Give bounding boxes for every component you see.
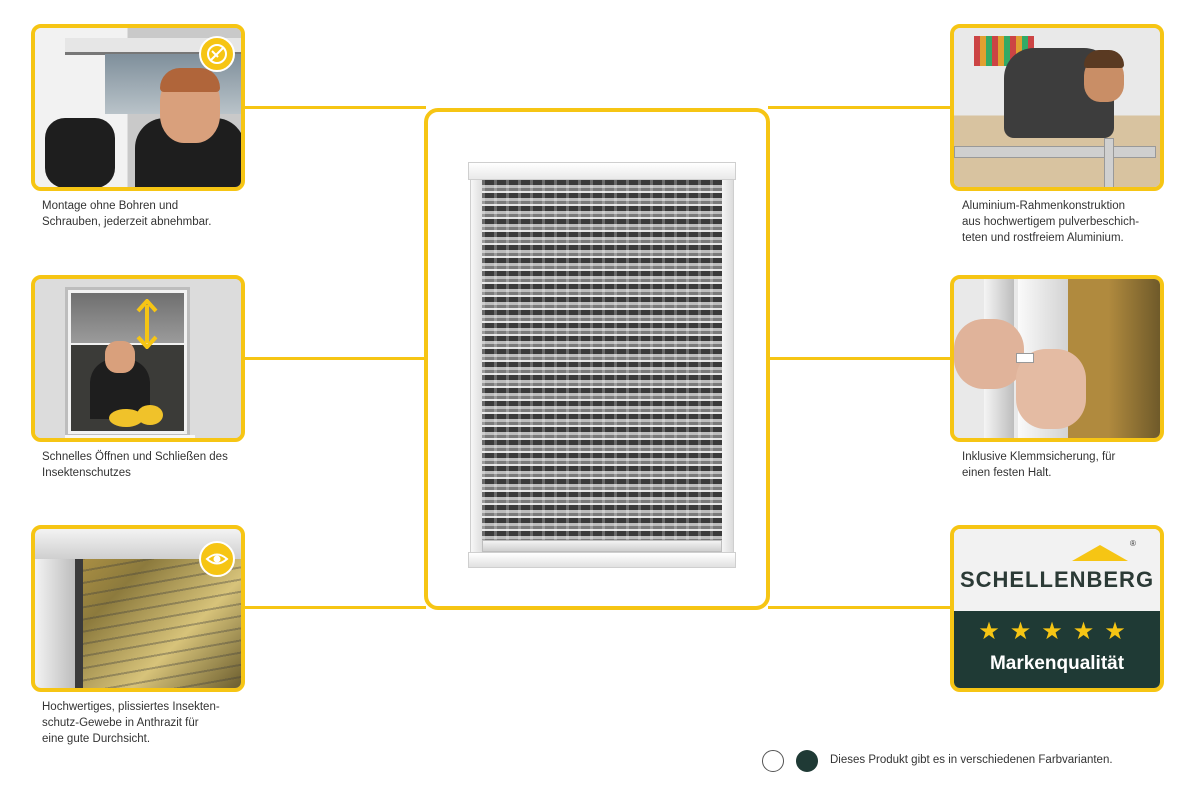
- caption-clamp: Inklusive Klemmsicherung, für einen fest…: [962, 451, 1116, 479]
- product-panel: [424, 108, 770, 610]
- connector-line: [768, 606, 952, 609]
- caption-mesh: Hochwertiges, plissiertes Insekten- schu…: [42, 701, 220, 745]
- pleated-insect-screen-image: [468, 162, 736, 568]
- connector-line: [768, 106, 952, 109]
- bottom-rail: [468, 552, 736, 568]
- connector-line: [244, 106, 426, 109]
- variants-note: Dieses Produkt gibt es in verschiedenen …: [830, 754, 1113, 766]
- pleated-mesh: [482, 180, 722, 540]
- brand-quality: Markenqualität: [989, 653, 1125, 674]
- top-rail: [468, 162, 736, 180]
- connector-line: [244, 357, 426, 360]
- feature-photo-mounting: [31, 24, 245, 191]
- brand-logo: ® SCHELLENBERG ★★★★★ Markenqualität: [950, 525, 1164, 692]
- rating-stars: ★★★★★: [978, 618, 1136, 645]
- swatch-white: [762, 750, 784, 772]
- swatch-anthracite: [796, 750, 818, 772]
- caption-opening: Schnelles Öffnen und Schließen des Insek…: [42, 451, 228, 479]
- roof-icon: [1072, 545, 1128, 561]
- caption-mounting: Montage ohne Bohren und Schrauben, jeder…: [42, 200, 212, 228]
- up-down-arrow-icon: [135, 298, 159, 350]
- connector-line: [244, 606, 426, 609]
- connector-line: [768, 357, 952, 360]
- feature-photo-clamp: [950, 275, 1164, 442]
- no-drill-icon: [199, 36, 235, 72]
- brand-name: SCHELLENBERG: [959, 567, 1155, 592]
- pleat-rail: [482, 540, 722, 552]
- caption-frame: Aluminium-Rahmenkonstruktion aus hochwer…: [962, 200, 1140, 244]
- feature-photo-frame: [950, 24, 1164, 191]
- feature-photo-mesh: [31, 525, 245, 692]
- feature-photo-opening: [31, 275, 245, 442]
- eye-icon: [199, 541, 235, 577]
